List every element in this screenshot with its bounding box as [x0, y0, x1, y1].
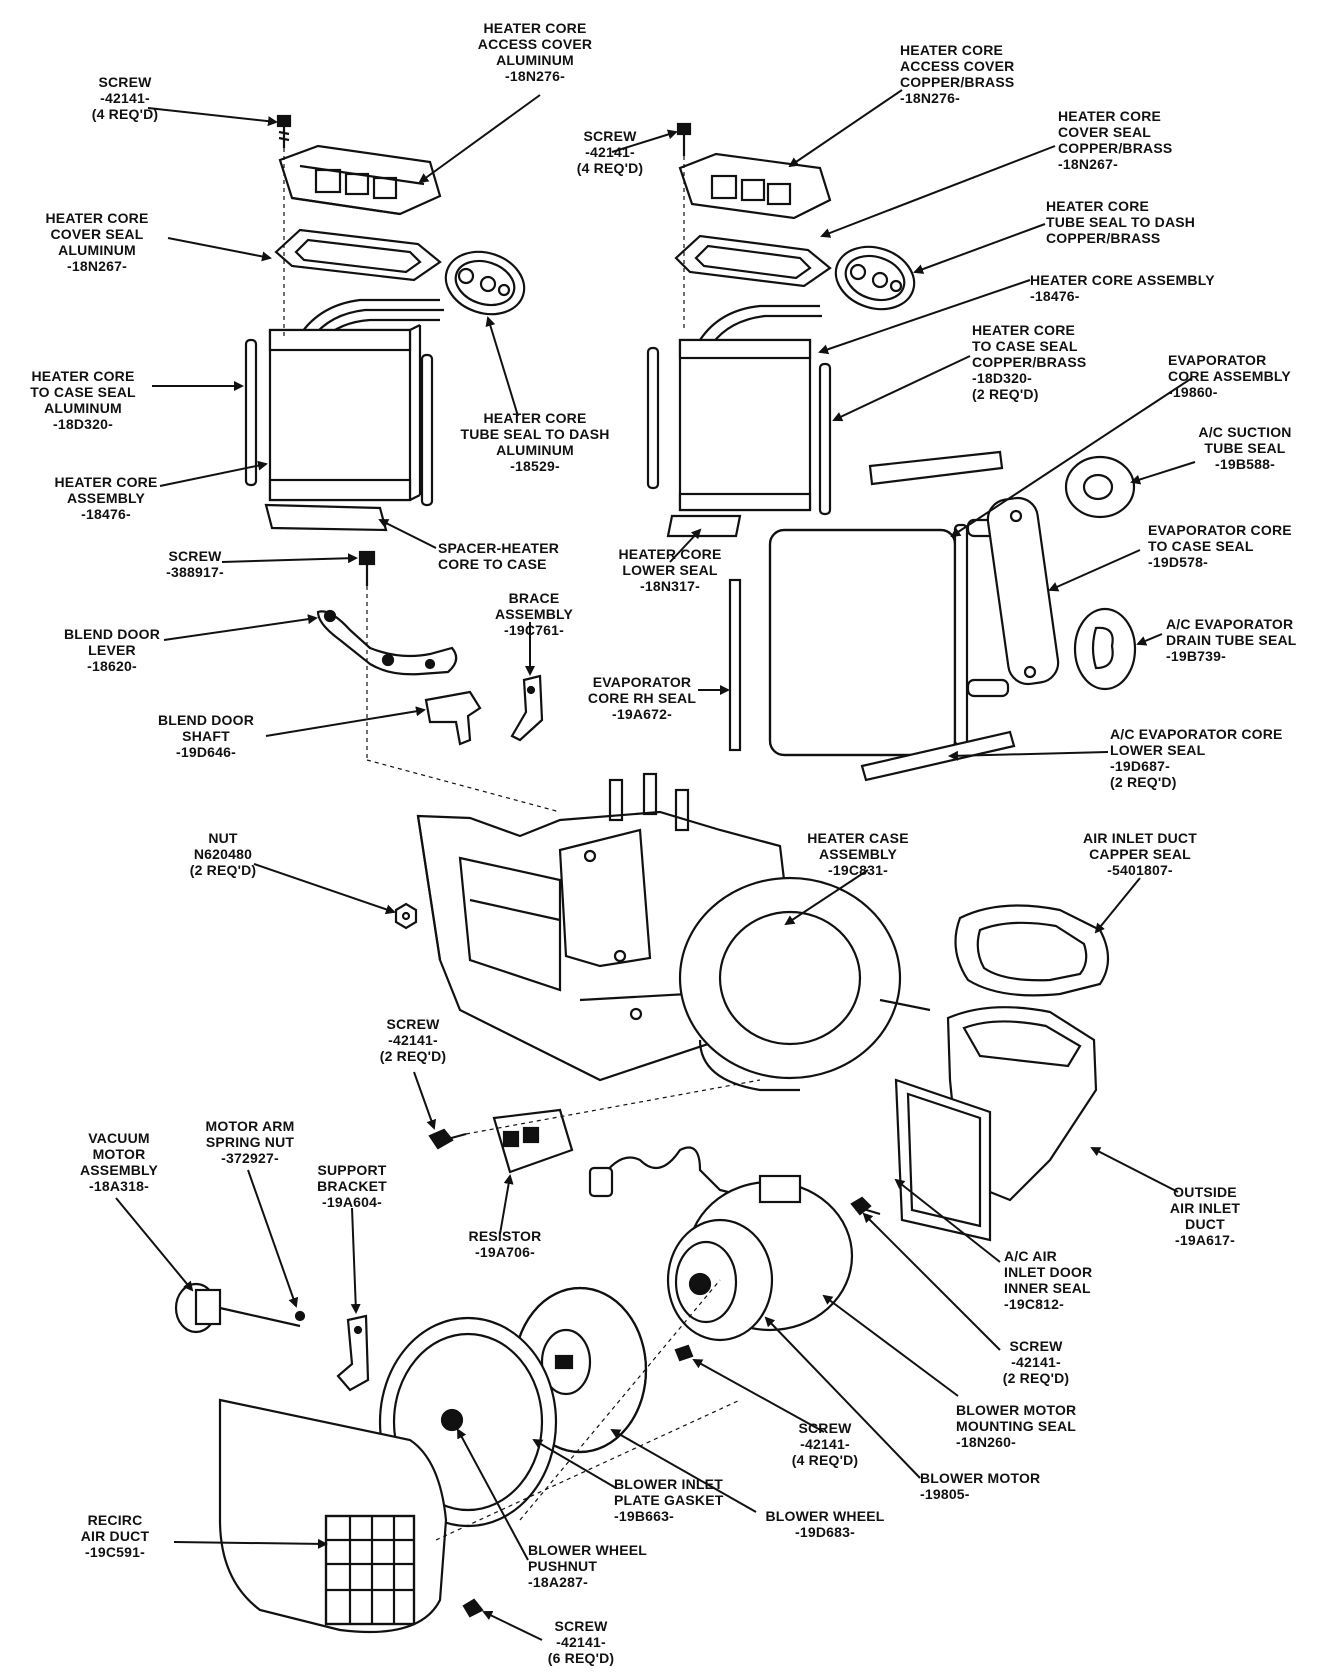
evaporator-top-seal-part [868, 450, 1004, 486]
label-access-cover-copper: HEATER CORE ACCESS COVER COPPER/BRASS -1… [900, 42, 1015, 106]
screw-right-part [850, 1196, 881, 1216]
drain-tube-seal-part [1073, 607, 1137, 691]
label-vacuum-motor: VACUUM MOTOR ASSEMBLY -18A318- [79, 1130, 159, 1194]
label-blower-motor: BLOWER MOTOR -19805- [920, 1470, 1041, 1502]
label-nut: NUT N620480 (2 REQ'D) [189, 830, 257, 878]
cover-seal-aluminum-part [274, 228, 442, 282]
label-blower-mounting-seal: BLOWER MOTOR MOUNTING SEAL -18N260- [956, 1402, 1077, 1450]
label-drain-tube-seal: A/C EVAPORATOR DRAIN TUBE SEAL -19B739- [1166, 616, 1297, 664]
screw-388917-part [358, 550, 376, 586]
label-cover-seal-aluminum: HEATER CORE COVER SEAL ALUMINUM -18N267- [45, 210, 149, 274]
label-screw-right: SCREW -42141- (2 REQ'D) [1002, 1338, 1070, 1386]
label-duct-capper-seal: AIR INLET DUCT CAPPER SEAL -5401807- [1082, 830, 1197, 878]
evaporator-rh-seal-part [728, 578, 742, 752]
label-suction-tube-seal: A/C SUCTION TUBE SEAL -19B588- [1198, 424, 1292, 472]
label-wheel-pushnut: BLOWER WHEEL PUSHNUT -18A287- [528, 1542, 648, 1590]
vacuum-motor-part [174, 1282, 301, 1334]
tube-seal-copper-part [834, 245, 916, 311]
label-evap-case-seal: EVAPORATOR CORE TO CASE SEAL -19D578- [1148, 522, 1292, 570]
label-blend-door-shaft: BLEND DOOR SHAFT -19D646- [157, 712, 255, 760]
access-cover-aluminum-part [278, 144, 442, 216]
label-screw-bottom: SCREW -42141- (6 REQ'D) [547, 1618, 615, 1666]
lower-seal-part [666, 514, 742, 538]
label-blend-door-lever: BLEND DOOR LEVER -18620- [63, 626, 161, 674]
label-outside-air-duct: OUTSIDE AIR INLET DUCT -19A617- [1169, 1184, 1241, 1248]
label-evaporator-core-assembly: EVAPORATOR CORE ASSEMBLY -19860- [1168, 352, 1291, 400]
label-evap-lower-seal: A/C EVAPORATOR CORE LOWER SEAL -19D687- … [1110, 726, 1283, 790]
label-screw-mid-left: SCREW -42141- (2 REQ'D) [379, 1016, 447, 1064]
cover-seal-copper-part [674, 234, 832, 288]
label-resistor: RESISTOR -19A706- [468, 1228, 542, 1260]
label-support-bracket: SUPPORT BRACKET -19A604- [317, 1162, 387, 1210]
evap-case-seal-part [986, 496, 1060, 686]
blend-door-shaft-part [424, 690, 482, 746]
label-screw-388917: SCREW -388917- [166, 548, 224, 580]
motor-arm-nut-part [294, 1310, 306, 1322]
label-core-assembly-left: HEATER CORE ASSEMBLY -18476- [54, 474, 158, 522]
blower-housing-part [678, 876, 931, 1092]
label-core-assembly-right: HEATER CORE ASSEMBLY -18476- [1030, 272, 1215, 304]
evaporator-lower-seal-part [860, 730, 1016, 782]
case-seal-copper-part [646, 346, 832, 516]
leader-lines [115, 89, 1196, 1641]
label-motor-arm-nut: MOTOR ARM SPRING NUT -372927- [205, 1118, 295, 1166]
label-case-seal-copper: HEATER CORE TO CASE SEAL COPPER/BRASS -1… [972, 322, 1087, 402]
recirc-air-duct-part [218, 1398, 448, 1634]
tube-seal-aluminum-part [444, 250, 526, 316]
nut-part [394, 902, 418, 930]
label-screw-blower: SCREW -42141- (4 REQ'D) [791, 1420, 859, 1468]
heater-core-copper-part [678, 304, 822, 512]
support-bracket-part [336, 1314, 370, 1392]
capper-seal-part [954, 904, 1110, 997]
label-access-cover-aluminum: HEATER CORE ACCESS COVER ALUMINUM -18N27… [477, 20, 593, 84]
screw-top-mid-part [676, 122, 692, 156]
wire-harness-part [588, 1146, 761, 1202]
label-inlet-plate-gasket: BLOWER INLET PLATE GASKET -19B663- [614, 1476, 724, 1524]
screw-mid-left-part [428, 1128, 467, 1150]
label-evap-rh-seal: EVAPORATOR CORE RH SEAL -19A672- [587, 674, 697, 722]
alignment-lines [283, 148, 761, 1541]
label-inlet-door-seal: A/C AIR INLET DOOR INNER SEAL -19C812- [1004, 1248, 1093, 1312]
access-cover-copper-part [678, 152, 832, 220]
label-blower-wheel: BLOWER WHEEL -19D683- [765, 1508, 885, 1540]
label-screw-top-left: SCREW -42141- (4 REQ'D) [91, 74, 159, 122]
label-brace-assembly: BRACE ASSEMBLY -19C761- [494, 590, 574, 638]
resistor-part [492, 1108, 574, 1174]
screw-bottom-part [462, 1598, 484, 1618]
label-screw-top-mid: SCREW -42141- (4 REQ'D) [576, 128, 644, 176]
blend-door-lever-part [316, 609, 458, 676]
label-cover-seal-copper: HEATER CORE COVER SEAL COPPER/BRASS -18N… [1058, 108, 1173, 172]
case-seal-aluminum-part [244, 338, 434, 507]
label-tube-seal-copper: HEATER CORE TUBE SEAL TO DASH COPPER/BRA… [1046, 198, 1196, 246]
heater-core-aluminum-part [268, 298, 444, 502]
evaporator-core-part [768, 518, 1010, 757]
brace-part [510, 674, 544, 742]
screw-top-left-part [276, 114, 292, 148]
screw-blower-part [674, 1344, 694, 1362]
label-lower-seal: HEATER CORE LOWER SEAL -18N317- [618, 546, 722, 594]
label-spacer: SPACER-HEATER CORE TO CASE [438, 540, 560, 572]
outside-air-duct-part [894, 1006, 1098, 1242]
label-tube-seal-aluminum: HEATER CORE TUBE SEAL TO DASH ALUMINUM -… [460, 410, 610, 474]
label-recirc-air-duct: RECIRC AIR DUCT -19C591- [80, 1512, 150, 1560]
label-heater-case-assembly: HEATER CASE ASSEMBLY -19C831- [807, 830, 909, 878]
spacer-part [264, 503, 388, 532]
suction-tube-seal-part [1064, 455, 1136, 519]
label-case-seal-aluminum: HEATER CORE TO CASE SEAL ALUMINUM -18D32… [30, 368, 136, 432]
